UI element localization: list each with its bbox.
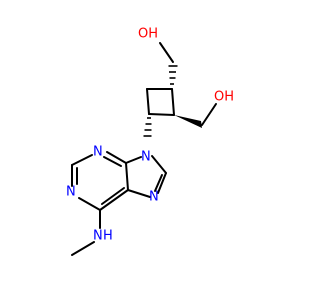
atom-n3: N	[93, 145, 103, 160]
bond-cb-3	[148, 113, 175, 116]
atom-nh-h: H	[103, 229, 113, 244]
atom-n1: N	[66, 185, 76, 200]
bond-c4-n9	[125, 156, 142, 164]
bond-cb-2	[146, 88, 150, 115]
atom-n9: N	[141, 150, 151, 165]
bond-c6-c5-double	[101, 187, 125, 205]
wedge-right	[174, 115, 202, 128]
bond-n1-c6	[78, 197, 101, 211]
hashed-wedge-n9	[143, 117, 152, 137]
bond-cb-4	[171, 88, 175, 116]
bond-nh-ch3	[71, 241, 95, 256]
atom-oh-top: OH	[138, 27, 158, 42]
atom-oh-right: OH	[214, 90, 234, 105]
bond-c8-n7	[157, 172, 167, 194]
bond-ch2-top-o	[159, 42, 174, 63]
bond-c8-n7-double	[154, 174, 163, 192]
bond-ch2-right-o	[201, 103, 217, 126]
bond-c4-n3-double	[103, 156, 122, 167]
bond-n3-c2	[71, 154, 93, 166]
bond-c4-n3	[106, 151, 127, 164]
bond-n7-c5	[127, 189, 151, 198]
hashed-wedge-top	[168, 65, 178, 85]
bond-n9-c8	[151, 155, 167, 174]
bond-c5-c4	[125, 162, 129, 191]
atom-n7: N	[149, 190, 159, 205]
atom-nh-n: N	[93, 229, 103, 244]
bond-c6-c5	[99, 189, 129, 211]
molecule-structure: OH OH N N N N N H	[66, 27, 234, 256]
